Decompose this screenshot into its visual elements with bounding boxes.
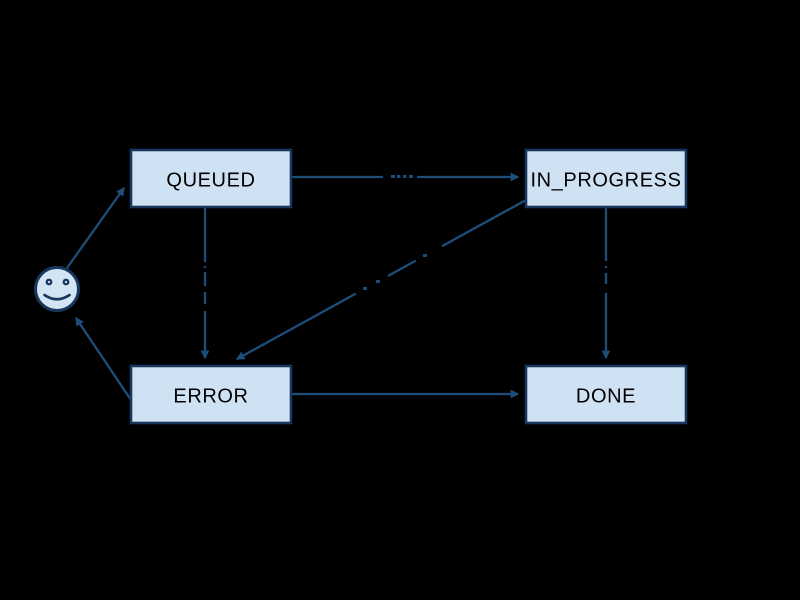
- label-remnant: [397, 175, 401, 178]
- label-remnant: [403, 175, 407, 178]
- node-in-progress-box: [524, 148, 688, 209]
- edge-error-to-start: [75, 316, 132, 401]
- label-remnant: [363, 287, 367, 290]
- node-in-progress-label: IN_PROGRESS: [530, 169, 681, 191]
- edge-start-to-queued: [66, 186, 125, 269]
- label-artifact: [200, 304, 210, 311]
- smiley-left-eye-highlight: [47, 280, 51, 284]
- label-remnant: [423, 254, 427, 257]
- label-artifact: [354, 272, 390, 298]
- label-artifact: [601, 261, 611, 266]
- node-in-progress: IN_PROGRESS: [524, 148, 688, 209]
- node-queued: QUEUED: [129, 148, 293, 209]
- label-artifact: [200, 286, 210, 292]
- smiley-mouth: [43, 293, 71, 301]
- label-remnant: [409, 175, 413, 178]
- node-queued-box: [129, 148, 293, 209]
- node-error-label: ERROR: [173, 385, 248, 407]
- label-artifact: [600, 284, 611, 293]
- label-artifact: [200, 262, 210, 266]
- node-done: DONE: [524, 364, 688, 425]
- edge-label-artifacts: [200, 169, 611, 311]
- node-error-box: [129, 364, 293, 425]
- label-artifact: [200, 268, 210, 272]
- label-artifact: [414, 242, 444, 265]
- smiley-face-icon: [34, 266, 80, 312]
- smiley-right-eye-highlight: [64, 280, 68, 284]
- node-done-box: [524, 364, 688, 425]
- label-remnant: [391, 175, 395, 178]
- node-queued-label: QUEUED: [166, 169, 255, 191]
- node-error: ERROR: [129, 364, 293, 425]
- smiley-head: [34, 266, 80, 312]
- label-remnant: [376, 280, 380, 283]
- label-artifact: [601, 268, 611, 273]
- node-done-label: DONE: [576, 385, 636, 407]
